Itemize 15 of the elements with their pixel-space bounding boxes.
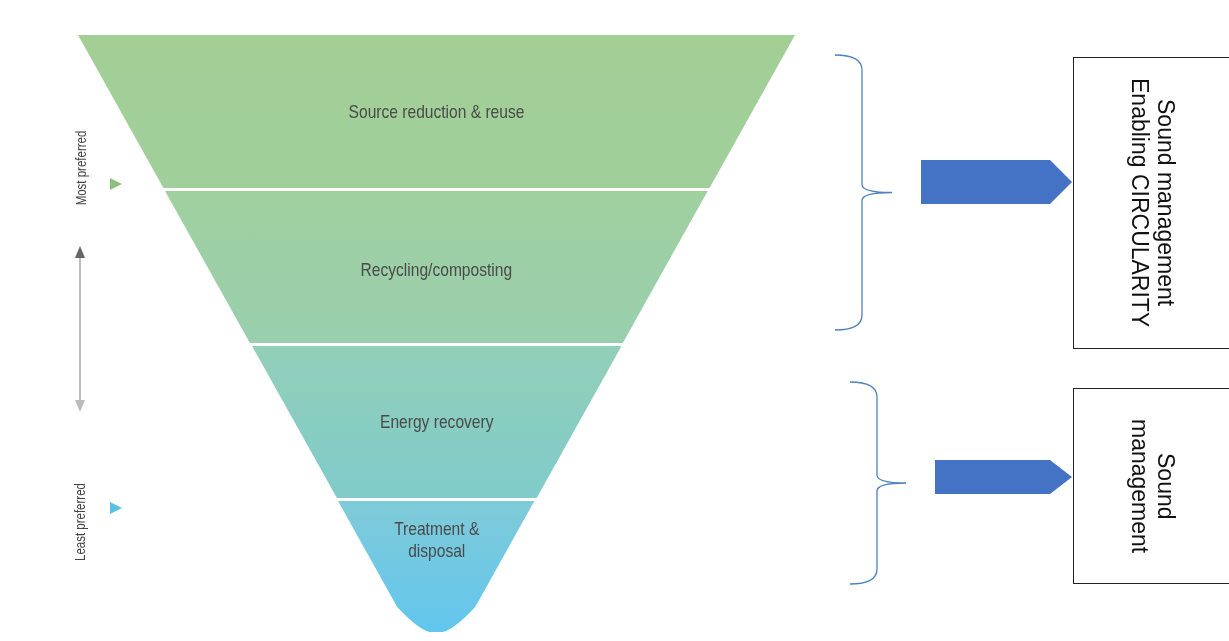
side-label: Most preferred xyxy=(72,130,88,206)
pyramid-tier xyxy=(338,501,535,632)
block-arrow xyxy=(921,160,1072,204)
tier-label: Source reduction & reuse xyxy=(347,100,526,123)
side-label: Least preferred xyxy=(72,483,88,561)
block-arrow xyxy=(935,460,1072,494)
text-box xyxy=(1073,57,1229,349)
pyramid-tier xyxy=(165,191,708,343)
box-label: Sound management Enabling CIRCULARITY xyxy=(1126,77,1180,330)
tier-label: Energy recovery xyxy=(378,411,495,433)
tier-label: Recycling/composting xyxy=(359,259,514,282)
text-box xyxy=(1073,388,1229,584)
box-label: Sound management xyxy=(1126,417,1180,556)
pyramid-tier xyxy=(251,346,622,498)
tier-label: Treatment & disposal xyxy=(392,518,481,563)
